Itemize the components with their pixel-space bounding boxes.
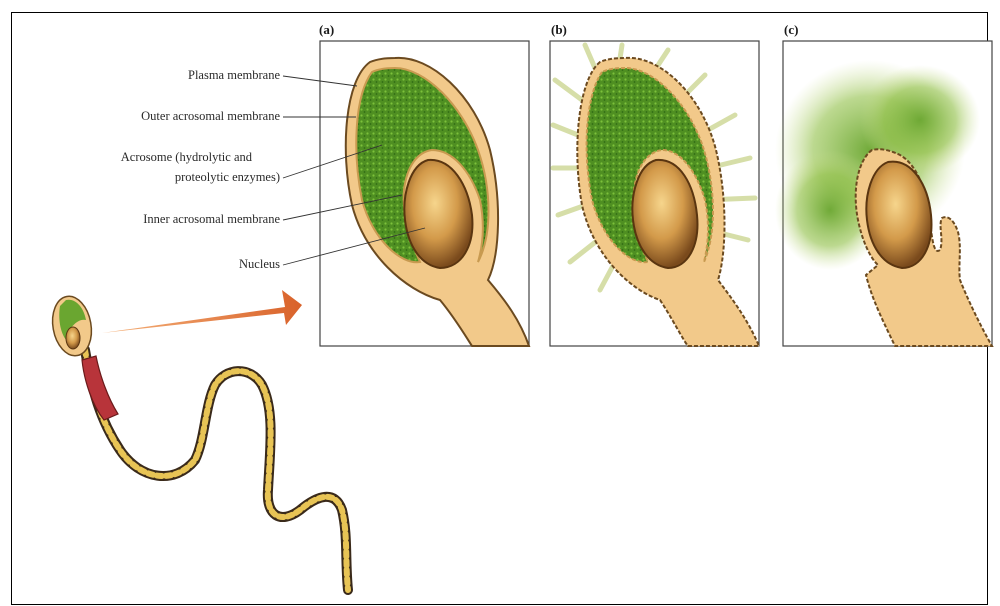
label-acrosome-line2: proteolytic enzymes) <box>175 170 280 185</box>
panel-a-letter: (a) <box>319 22 334 38</box>
whole-sperm <box>48 293 348 590</box>
panel-c-letter: (c) <box>784 22 798 38</box>
label-nucleus: Nucleus <box>239 257 280 272</box>
magnification-arrow <box>102 290 302 333</box>
label-acrosome-line1: Acrosome (hydrolytic and <box>121 150 252 165</box>
label-plasma-membrane: Plasma membrane <box>188 68 280 83</box>
panel-b-letter: (b) <box>551 22 567 38</box>
label-inner-acrosomal-membrane: Inner acrosomal membrane <box>143 212 280 227</box>
label-outer-acrosomal-membrane: Outer acrosomal membrane <box>141 109 280 124</box>
